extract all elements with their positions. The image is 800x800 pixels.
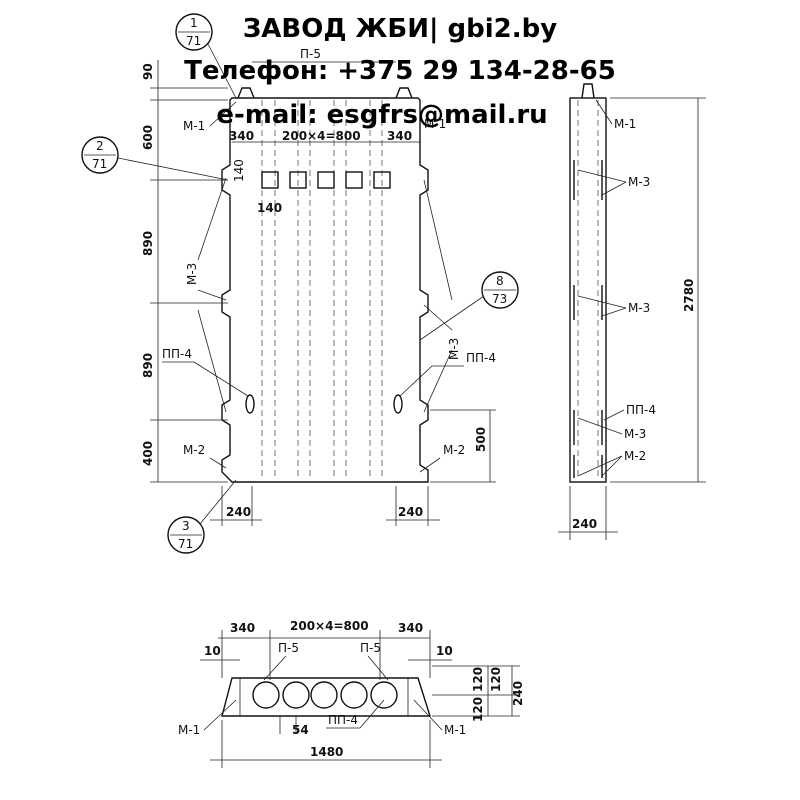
section-outline <box>221 677 431 717</box>
side-view: М-1 М-3 М-3 ПП-4 М-3 М-2 2780 240 <box>558 83 706 540</box>
section-dim-1480: 1480 <box>310 745 343 759</box>
section-label-m1-right: М-1 <box>444 723 466 737</box>
side-label-m3c: М-3 <box>624 427 646 441</box>
hole-mark <box>317 171 335 189</box>
section-label-p5-right: П-5 <box>360 641 381 655</box>
side-label-m1: М-1 <box>614 117 636 131</box>
dim-340-right: 340 <box>387 129 412 143</box>
svg-text:71: 71 <box>186 34 201 48</box>
dim-140-vertical: 140 <box>232 159 246 182</box>
svg-text:71: 71 <box>92 157 107 171</box>
side-panel-outline <box>569 97 607 483</box>
dim-240-right: 240 <box>398 505 423 519</box>
svg-text:2: 2 <box>96 139 104 153</box>
section-dim-spacing: 200×4=800 <box>290 619 369 633</box>
label-m2-left: М-2 <box>183 443 205 457</box>
site-title: ЗАВОД ЖБИ| gbi2.by <box>242 14 558 44</box>
callout-2: 2 71 <box>81 136 229 181</box>
section-dim-340-left: 340 <box>230 621 255 635</box>
section-dim-54: 54 <box>292 723 309 737</box>
section-dim-120c: 120 <box>471 697 485 722</box>
hole-mark <box>289 171 307 189</box>
label-m1-right: М-1 <box>424 117 446 131</box>
side-label-m2: М-2 <box>624 449 646 463</box>
side-dim-2780: 2780 <box>682 279 696 312</box>
section-label-m1-left: М-1 <box>178 723 200 737</box>
dim-400: 400 <box>141 441 155 466</box>
svg-text:8: 8 <box>496 274 504 288</box>
side-dim-240: 240 <box>572 517 597 531</box>
dim-140: 140 <box>257 201 282 215</box>
label-m1-left: М-1 <box>183 119 205 133</box>
hole-mark <box>373 171 391 189</box>
hole-mark <box>345 171 363 189</box>
svg-text:1: 1 <box>190 16 198 30</box>
section-dim-10-left: 10 <box>204 644 221 658</box>
section-label-pp4: ПП-4 <box>328 713 358 727</box>
front-panel-outline <box>221 97 429 483</box>
section-dim-240: 240 <box>511 681 525 706</box>
label-m3-right: М-3 <box>447 338 461 360</box>
email-text: e-mail: esgfrs@mail.ru <box>216 100 548 130</box>
dim-340-left: 340 <box>229 129 254 143</box>
label-p5: П-5 <box>300 47 321 61</box>
callout-8: 8 73 <box>419 271 519 341</box>
section-dim-340-right: 340 <box>398 621 423 635</box>
side-label-m3b: М-3 <box>628 301 650 315</box>
label-m3-left: М-3 <box>185 263 199 285</box>
callout-3: 3 71 <box>167 479 237 554</box>
section-dim-120a: 120 <box>471 667 485 692</box>
svg-text:73: 73 <box>492 292 507 306</box>
section-label-p5-left: П-5 <box>278 641 299 655</box>
section-dim-10-right: 10 <box>436 644 453 658</box>
dim-90: 90 <box>141 63 155 80</box>
label-pp4-left: ПП-4 <box>162 347 192 361</box>
dim-890b: 890 <box>141 353 155 378</box>
dim-240-left: 240 <box>226 505 251 519</box>
section-dim-120b: 120 <box>489 667 503 692</box>
side-label-pp4: ПП-4 <box>626 403 656 417</box>
dim-890a: 890 <box>141 231 155 256</box>
dim-spacing: 200×4=800 <box>282 129 361 143</box>
dim-600: 600 <box>141 125 155 150</box>
dim-500: 500 <box>474 427 488 452</box>
front-view: 90 600 890 890 400 340 200×4=800 340 П-5… <box>141 47 496 526</box>
side-label-m3a: М-3 <box>628 175 650 189</box>
label-pp4-right: ПП-4 <box>466 351 496 365</box>
phone-text: Телефон: +375 29 134-28-65 <box>184 56 616 86</box>
svg-text:71: 71 <box>178 537 193 551</box>
hole-mark <box>261 171 279 189</box>
section-view: 340 200×4=800 340 10 10 П-5 П-5 120 120 … <box>178 619 525 768</box>
label-m2-right: М-2 <box>443 443 465 457</box>
callout-1: 1 71 <box>175 13 237 99</box>
svg-text:3: 3 <box>182 519 190 533</box>
